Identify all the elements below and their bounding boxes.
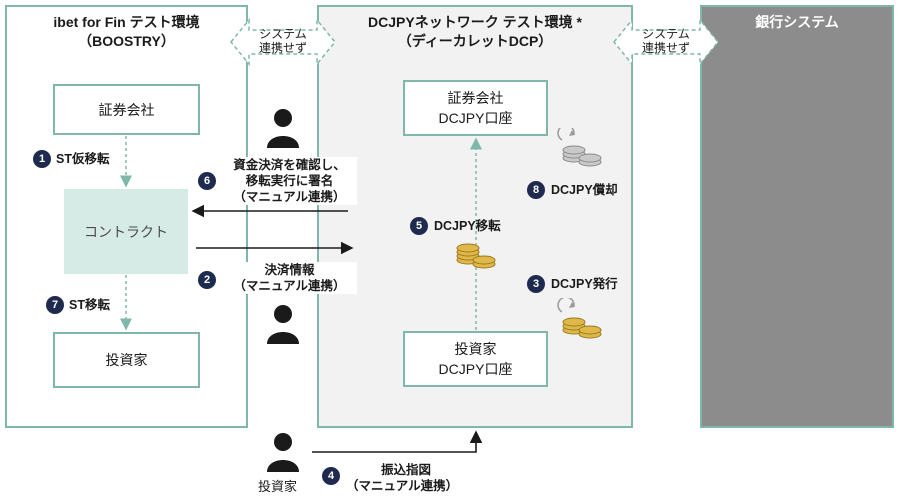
- arrow-transfer-instruction: [312, 430, 483, 453]
- step-badge-1: 1: [33, 150, 51, 168]
- panel-title-line1: DCJPYネットワーク テスト環境 *: [368, 14, 582, 30]
- step-label-dcjpy-redemption: DCJPY償却: [551, 183, 618, 197]
- refresh-arrow-icon: [557, 298, 575, 313]
- securities-company-box: 証券会社: [53, 84, 200, 135]
- step-label-confirm-and-sign: 資金決済を確認し、 移転実行に署名 （マニュアル連携）: [222, 157, 357, 205]
- panel-title-line2: （ディーカレットDCP）: [397, 33, 553, 49]
- bank-system-panel: 銀行システム: [700, 5, 894, 428]
- step-label-st-provisional-transfer: ST仮移転: [56, 152, 110, 166]
- person-icon: [267, 305, 299, 344]
- step-badge-6: 6: [198, 172, 216, 190]
- panel-title-bank: 銀行システム: [755, 14, 839, 30]
- refresh-arrow-icon: [557, 128, 575, 141]
- panel-title-ibet: ibet for Fin テスト環境 （BOOSTRY）: [7, 13, 246, 51]
- panel-title-line2: （BOOSTRY）: [78, 33, 175, 49]
- coin-stack-icon: [557, 128, 602, 167]
- investor-person-label: 投資家: [258, 479, 298, 494]
- step-badge-4: 4: [322, 467, 340, 485]
- step-badge-3: 3: [527, 275, 545, 293]
- contract-box: コントラクト: [64, 189, 188, 274]
- coin-stack-icon: [557, 298, 602, 339]
- step-badge-7: 7: [46, 296, 64, 314]
- sync-label-right: システム連携せず: [641, 27, 690, 55]
- step-label-st-transfer: ST移転: [69, 298, 110, 312]
- step-badge-5: 5: [410, 217, 428, 235]
- sync-arrow-right: [613, 17, 719, 67]
- person-icon: [267, 109, 299, 148]
- step-label-transfer-instruction: 振込指図 （マニュアル連携）: [346, 462, 466, 494]
- person-icon: [267, 433, 299, 472]
- step-label-settlement-info: 決済情報 （マニュアル連携）: [222, 262, 357, 294]
- step-badge-8: 8: [527, 181, 545, 199]
- dcjpy-environment-panel: DCJPYネットワーク テスト環境 * （ディーカレットDCP）: [317, 5, 633, 428]
- investor-box: 投資家: [53, 332, 200, 388]
- step-label-dcjpy-issuance: DCJPY発行: [551, 277, 618, 291]
- panel-title-line1: ibet for Fin テスト環境: [53, 14, 200, 30]
- coin-stack-icon: [456, 243, 496, 269]
- step-label-dcjpy-transfer: DCJPY移転: [434, 219, 501, 233]
- step-badge-2: 2: [198, 271, 216, 289]
- sync-arrow-left: [230, 17, 336, 67]
- panel-title-dcjpy: DCJPYネットワーク テスト環境 * （ディーカレットDCP）: [319, 13, 631, 51]
- sync-label-left: システム連携せず: [258, 27, 307, 55]
